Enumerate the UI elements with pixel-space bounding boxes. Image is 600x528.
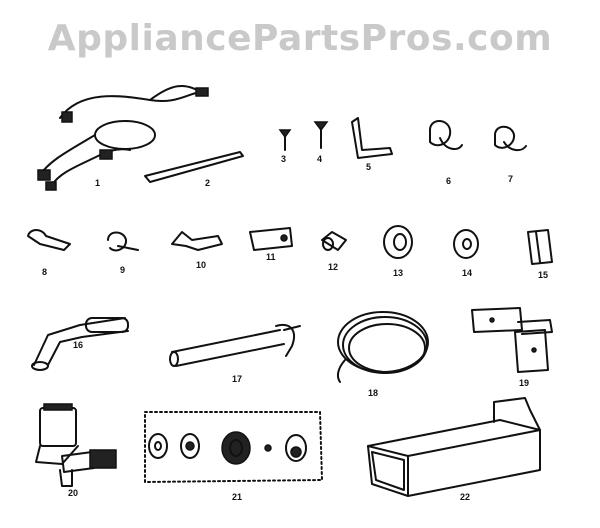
part-label: 2	[205, 178, 210, 188]
part-16-elbow-tube	[31, 317, 129, 371]
part-1-wire-harness	[37, 84, 209, 191]
part-label: 11	[266, 252, 276, 262]
part-label: 7	[508, 174, 513, 184]
part-label: 13	[393, 268, 403, 278]
part-label: 15	[538, 270, 548, 280]
part-label: 3	[281, 154, 286, 164]
part-label: 10	[196, 260, 206, 270]
part-label: 6	[446, 176, 451, 186]
part-label: 9	[120, 265, 125, 275]
part-label: 20	[68, 488, 78, 498]
part-label: 4	[317, 154, 322, 164]
part-label: 22	[460, 492, 470, 502]
part-11-plate	[249, 227, 293, 251]
part-19-mounting-bracket	[471, 307, 553, 373]
part-4-screw	[313, 121, 329, 149]
part-label: 8	[42, 267, 47, 277]
part-8-clip	[27, 229, 71, 251]
part-label: 19	[519, 378, 529, 388]
part-5-bracket	[351, 117, 393, 159]
part-label: 16	[73, 340, 83, 350]
part-14-washer	[453, 229, 479, 259]
part-20-water-valve	[35, 403, 117, 487]
part-2-strip	[144, 151, 244, 183]
part-13-grommet	[383, 225, 413, 259]
part-9-clip	[107, 231, 139, 252]
part-label: 21	[232, 492, 242, 502]
part-6-clamp	[429, 120, 463, 151]
part-17-fill-tube	[169, 324, 301, 367]
part-label: 5	[366, 162, 371, 172]
part-label: 14	[462, 268, 472, 278]
part-15-pad	[527, 229, 553, 265]
part-label: 1	[95, 178, 100, 188]
part-label: 12	[328, 262, 338, 272]
part-22-ice-bin	[367, 397, 541, 497]
part-7-clamp	[494, 125, 527, 152]
site-watermark: AppliancePartsPros.com	[47, 18, 553, 59]
part-12-sleeve	[321, 231, 347, 251]
part-18-coil-tubing	[336, 311, 429, 383]
part-label: 18	[368, 388, 378, 398]
part-label: 17	[232, 374, 242, 384]
part-21-fittings-kit	[144, 411, 323, 483]
part-10-bracket-clip	[171, 231, 223, 251]
part-3-screw	[278, 129, 292, 151]
